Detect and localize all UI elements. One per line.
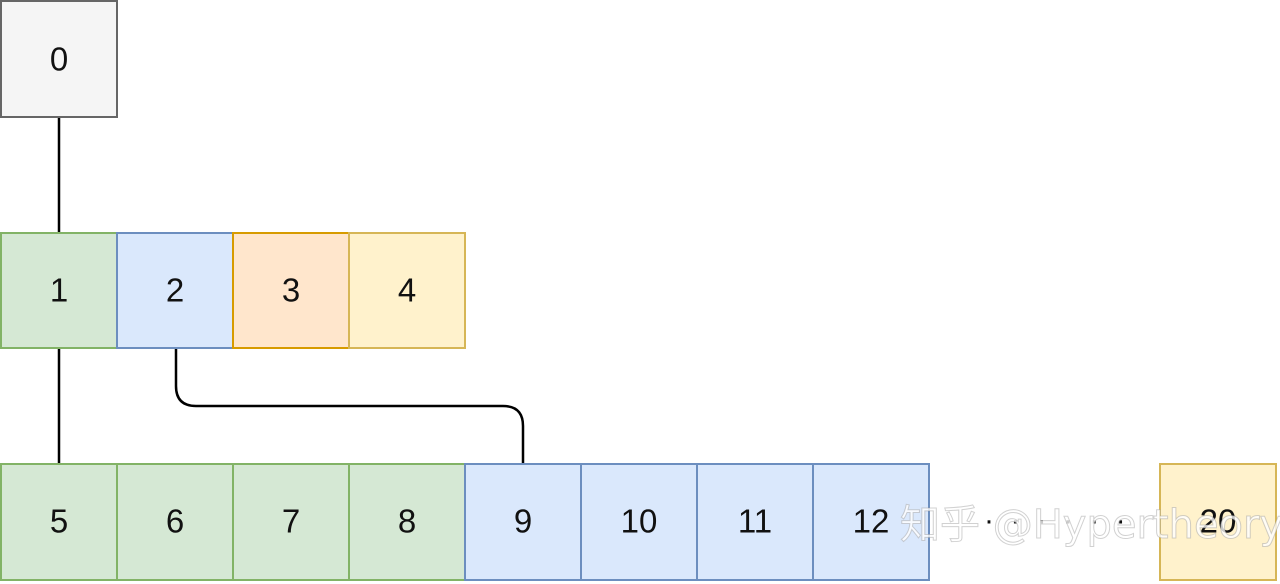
node-11-box: [696, 463, 814, 581]
node-11: 11: [696, 463, 814, 581]
edge-2-to-9: [174, 348, 525, 464]
node-8-box: [348, 463, 466, 581]
node-5-box: [0, 463, 118, 581]
node-0: 0: [0, 0, 118, 118]
node-3-label: 3: [282, 272, 300, 309]
node-7: 7: [232, 463, 350, 581]
node-10: 10: [580, 463, 698, 581]
node-12-label: 12: [853, 503, 890, 540]
node-3-box: [232, 232, 350, 349]
node-2-box: [116, 232, 234, 349]
node-1-box: [0, 232, 118, 349]
node-6: 6: [116, 463, 234, 581]
node-3: 3: [232, 232, 350, 349]
node-5-label: 5: [50, 503, 68, 540]
node-4-box: [348, 232, 466, 349]
node-9: 9: [464, 463, 582, 581]
node-1-label: 1: [50, 272, 68, 309]
node-0-box: [0, 0, 118, 118]
node-10-box: [580, 463, 698, 581]
node-2: 2: [116, 232, 234, 349]
node-4: 4: [348, 232, 466, 349]
node-2-label: 2: [166, 272, 184, 309]
node-8: 8: [348, 463, 466, 581]
node-12: 12: [812, 463, 930, 581]
node-7-box: [232, 463, 350, 581]
node-6-label: 6: [166, 503, 184, 540]
node-20-label: 20: [1200, 503, 1237, 540]
ellipsis: · · · · · ·: [984, 504, 1130, 537]
node-0-label: 0: [50, 41, 68, 78]
node-10-label: 10: [621, 503, 658, 540]
node-6-box: [116, 463, 234, 581]
watermark-text: 知乎 @Hypertheory: [900, 502, 1280, 548]
node-11-label: 11: [738, 503, 772, 540]
node-4-label: 4: [398, 272, 416, 309]
node-12-box: [812, 463, 930, 581]
node-20: 20: [1159, 463, 1277, 581]
node-7-label: 7: [282, 503, 300, 540]
node-8-label: 8: [398, 503, 416, 540]
node-20-box: [1159, 463, 1277, 581]
node-9-label: 9: [514, 503, 532, 540]
node-5: 5: [0, 463, 118, 581]
node-1: 1: [0, 232, 118, 349]
node-9-box: [464, 463, 582, 581]
